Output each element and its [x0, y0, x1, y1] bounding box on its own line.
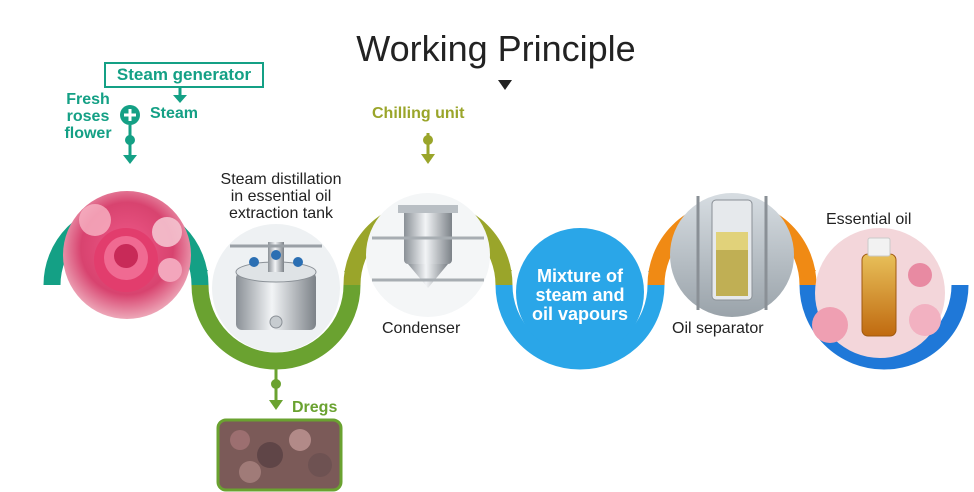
- steam-label: Steam: [150, 105, 199, 122]
- extraction-tank-photo: [212, 224, 340, 352]
- mixture-label: Mixture of steam and oil vapours: [531, 266, 629, 324]
- condenser-photo: [366, 193, 490, 317]
- arrow-down-icon: [800, 270, 816, 282]
- title-caret-icon: [498, 80, 512, 90]
- rose-photo: [63, 191, 191, 319]
- green-arc: [191, 284, 361, 370]
- arrow-down-icon: [173, 95, 187, 103]
- diagram-title: Working Principle: [356, 28, 636, 69]
- dregs-label: Dregs: [292, 399, 338, 416]
- arrow-down-icon: [421, 154, 435, 164]
- distillation-label: Steam distillation in essential oil extr…: [220, 171, 342, 222]
- oil-separator-label: Oil separator: [672, 320, 764, 337]
- arrow-down-icon: [123, 155, 137, 164]
- essential-oil-photo: [812, 228, 945, 358]
- arrow-down-icon: [192, 270, 208, 282]
- essential-oil-label: Essential oil: [826, 211, 912, 228]
- fresh-roses-label: Fresh roses flower: [64, 91, 112, 142]
- dregs-photo: [216, 418, 343, 492]
- oil-separator-photo: [670, 193, 794, 317]
- plus-icon: [120, 105, 140, 125]
- chilling-unit-label: Chilling unit: [372, 105, 465, 122]
- arrow-down-icon: [269, 400, 283, 410]
- mixture-circle: [516, 228, 644, 356]
- steam-generator-label: Steam generator: [104, 62, 264, 88]
- sky-blue-arc: [495, 284, 665, 370]
- condenser-label: Condenser: [382, 320, 461, 337]
- arrow-down-icon: [496, 270, 512, 282]
